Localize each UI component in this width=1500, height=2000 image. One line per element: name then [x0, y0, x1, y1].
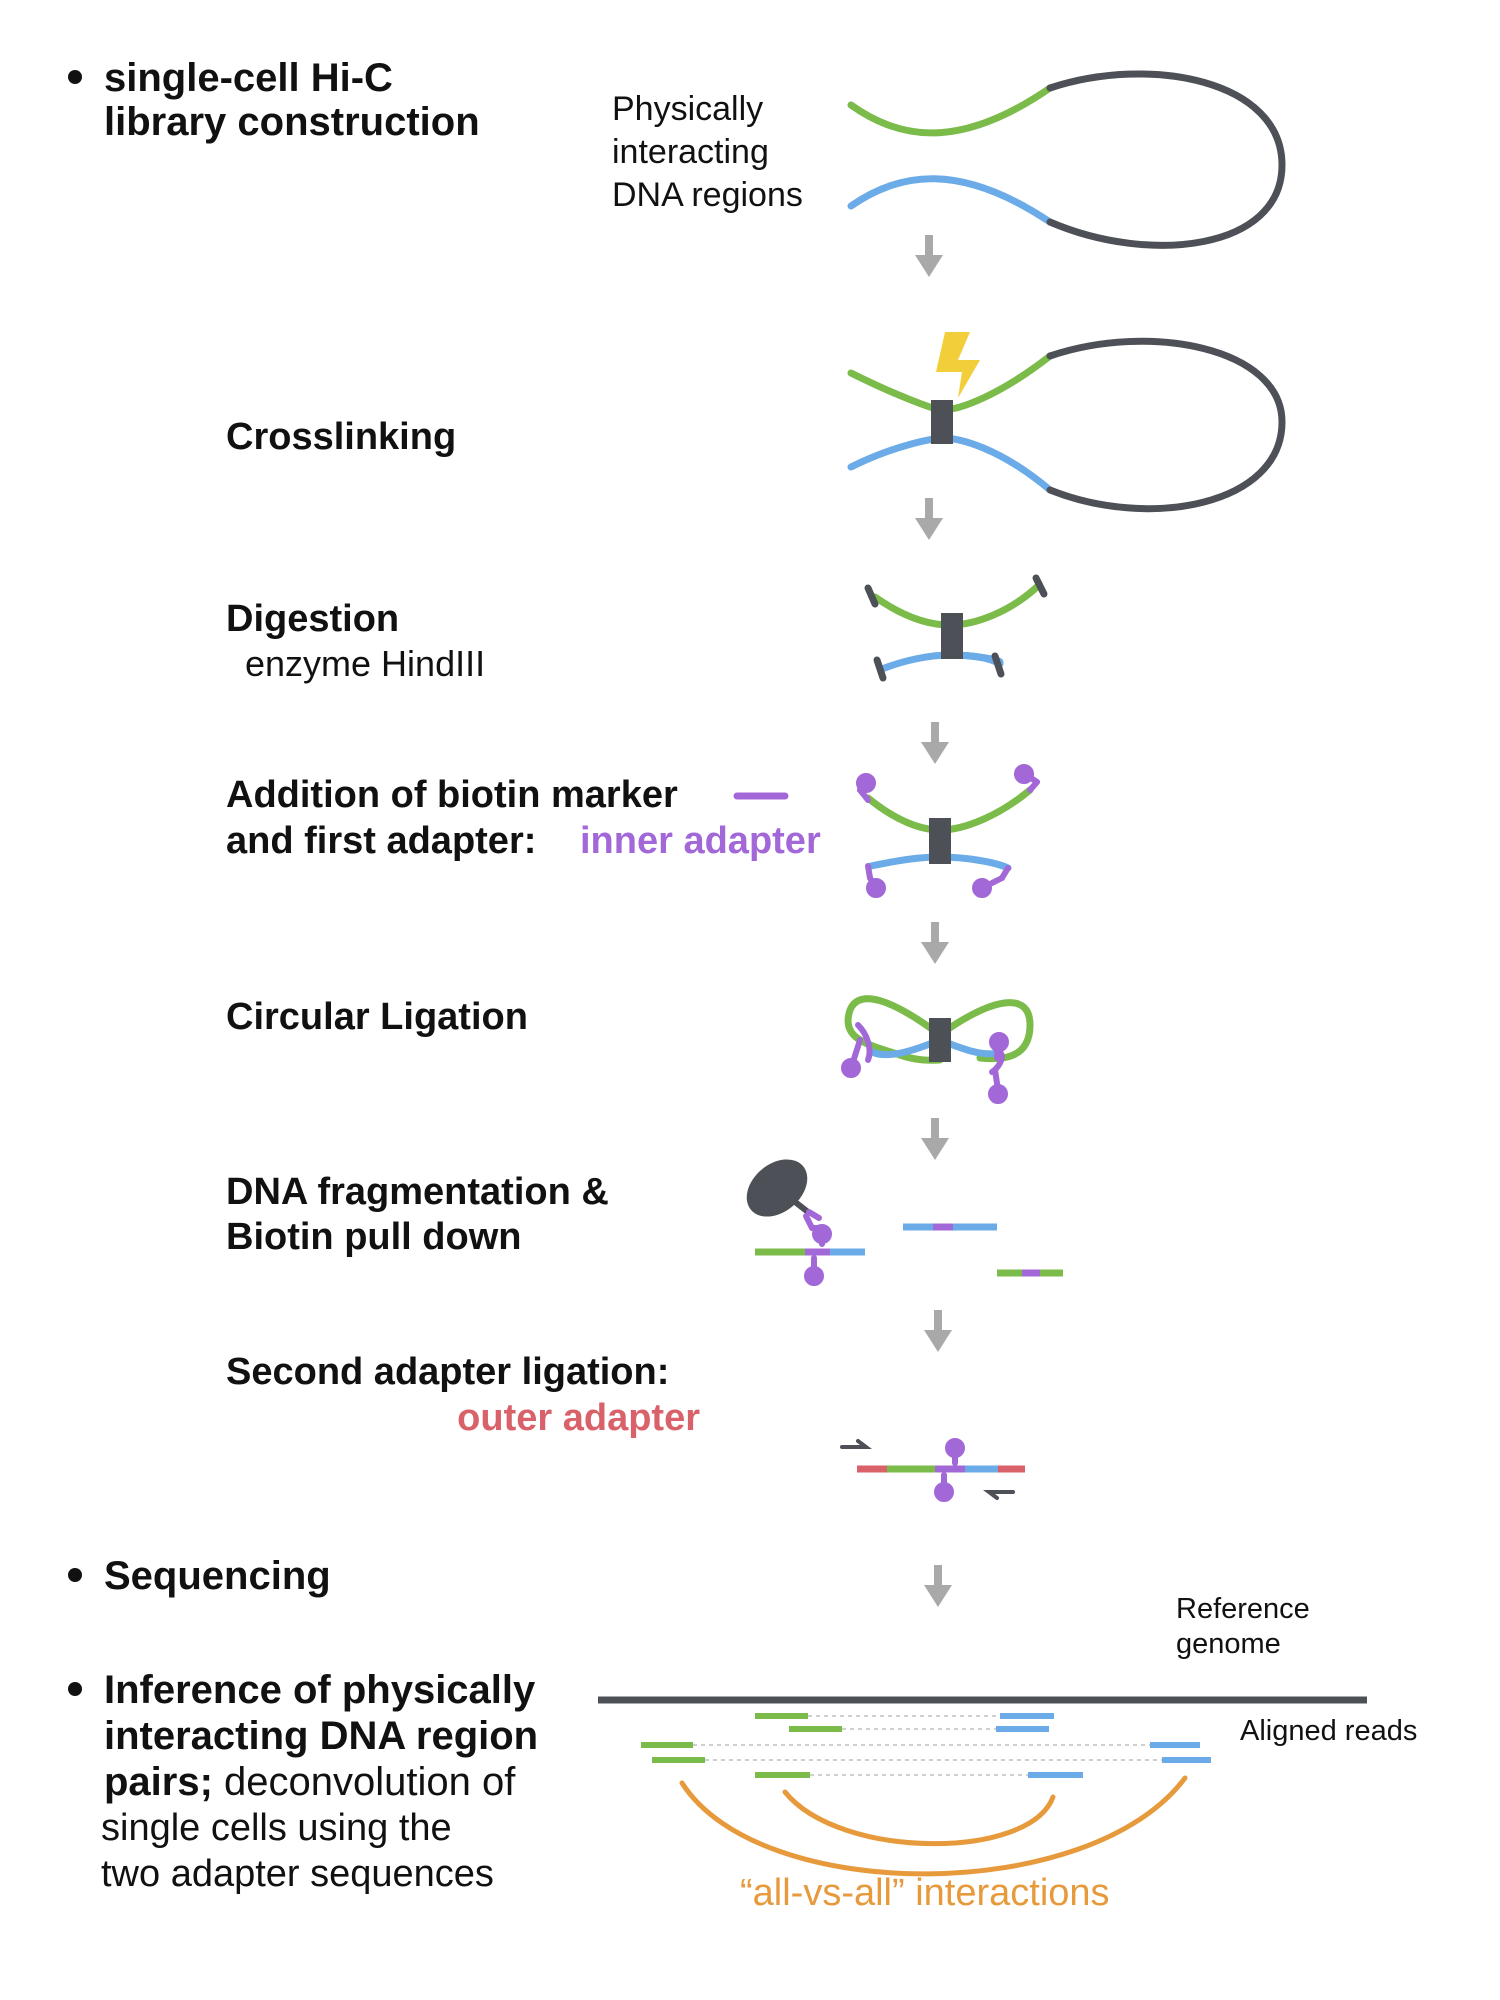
down-arrow-icon: [915, 498, 943, 540]
section-inference-line3: pairs; deconvolution of: [104, 1759, 515, 1805]
inference-deconvolution: deconvolution of: [212, 1760, 516, 1804]
down-arrow-icon: [924, 1310, 952, 1352]
aligned-reads: [641, 1713, 1211, 1778]
step-circular-ligation: Circular Ligation: [226, 996, 528, 1038]
aligned-reads-label: Aligned reads: [1240, 1715, 1418, 1747]
primer-arrow-icon: [840, 1439, 872, 1449]
inference-pairs: pairs;: [104, 1760, 213, 1804]
reference-genome-label-line2: genome: [1176, 1628, 1281, 1660]
lightning-icon: [936, 332, 980, 398]
section-library-line1: single-cell Hi-C: [104, 56, 393, 100]
step-digestion-enzyme: enzyme HindIII: [245, 643, 486, 684]
step-digestion: Digestion: [226, 598, 400, 640]
down-arrow-icon: [921, 1118, 949, 1160]
dna-loop-crosslinked: [847, 337, 1286, 513]
dna-circular-ligation: [841, 995, 1034, 1104]
step-crosslinking: Crosslinking: [226, 416, 457, 458]
all-vs-all-label: “all-vs-all” interactions: [740, 1872, 1110, 1914]
dna-regions-label-line3: DNA regions: [612, 176, 803, 214]
primer-arrow-icon: [983, 1490, 1015, 1500]
fragment-pulled-down: [755, 1209, 865, 1286]
interaction-arcs: [679, 1775, 1188, 1877]
down-arrow-icon: [921, 722, 949, 764]
step-fragmentation-line2: Biotin pull down: [226, 1216, 522, 1258]
down-arrow-icon: [915, 235, 943, 277]
outer-adapter-label: outer adapter: [457, 1397, 700, 1439]
step-fragmentation-line1: DNA fragmentation &: [226, 1171, 609, 1213]
section-sequencing: Sequencing: [104, 1554, 331, 1598]
section-inference-line1: Inference of physically: [104, 1668, 536, 1712]
step-second-adapter: Second adapter ligation:: [226, 1351, 670, 1393]
bullet-library: [68, 70, 82, 84]
dna-with-inner-adapter: [856, 764, 1040, 898]
section-inference-line4: single cells using the: [101, 1807, 452, 1849]
step-biotin-line2: and first adapter:: [226, 820, 537, 862]
bullet-inference: [68, 1682, 82, 1696]
dna-regions-label-line2: interacting: [612, 133, 769, 171]
bullet-sequencing: [68, 1568, 82, 1582]
streptavidin-bead-icon: [746, 1159, 811, 1217]
inner-adapter-label: inner adapter: [580, 820, 821, 862]
dna-loop-initial: [847, 70, 1286, 249]
dna-regions-label-line1: Physically: [612, 90, 764, 128]
section-inference-line2: interacting DNA region: [104, 1714, 539, 1758]
reference-genome-label-line1: Reference: [1176, 1593, 1310, 1625]
section-library-line2: library construction: [104, 100, 480, 144]
dna-digested: [864, 574, 1048, 682]
fragment-with-outer-adapter: [840, 1438, 1025, 1502]
down-arrow-icon: [921, 922, 949, 964]
section-inference-line5: two adapter sequences: [101, 1853, 494, 1895]
down-arrow-icon: [924, 1565, 952, 1607]
step-biotin-line1: Addition of biotin marker: [226, 774, 678, 816]
